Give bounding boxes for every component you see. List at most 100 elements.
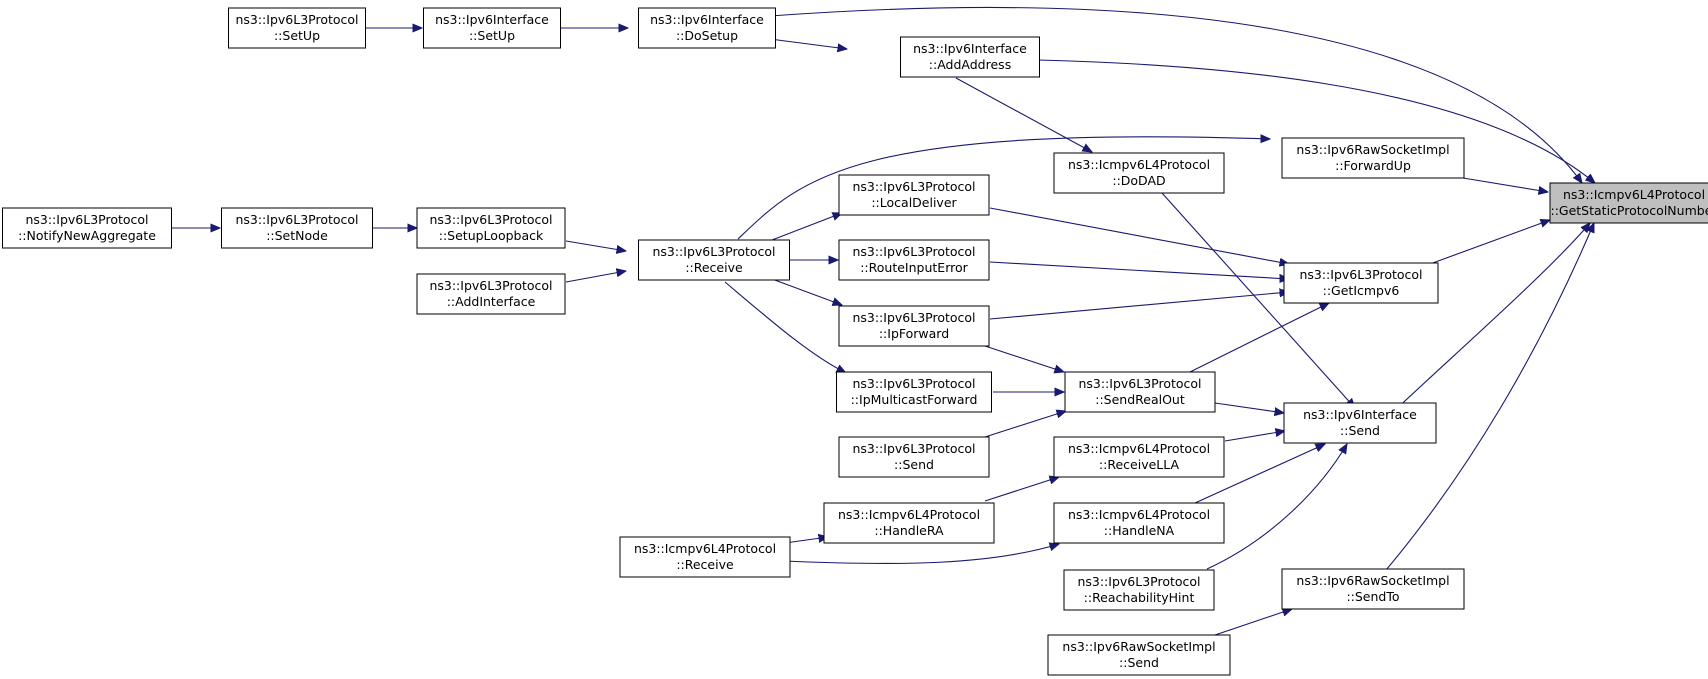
edge-n6-to-n0 [1462,177,1548,192]
edge-line [955,77,1092,152]
node-n21[interactable]: ns3::Icmpv6L4Protocol::HandleRA [823,502,995,544]
edge-line [1224,431,1285,442]
edge-n7-to-n17 [724,281,846,373]
node-n18[interactable]: ns3::Ipv6L3Protocol::Send [838,436,990,478]
edge-n20-to-n19 [1224,431,1285,442]
node-label-line2: ::AddAddress [929,57,1011,72]
edge-n15-to-n12 [989,292,1289,320]
node-n22[interactable]: ns3::Icmpv6L4Protocol::Receive [619,536,791,578]
node-label-line2: ::SendRealOut [1095,392,1185,407]
node-label-line1: ns3::Icmpv6L4Protocol [634,541,776,556]
node-n10[interactable]: ns3::Ipv6L3Protocol::NotifyNewAggregate [2,207,172,249]
node-label-line1: ns3::Ipv6RawSocketImpl [1296,573,1449,588]
node-label-line2: ::IpForward [879,326,949,341]
edge-line [1214,402,1284,413]
node-n2[interactable]: ns3::Ipv6Interface::SetUp [423,7,561,49]
node-n11[interactable]: ns3::Ipv6L3Protocol::AddInterface [416,273,566,315]
node-label-line2: ::RouteInputError [860,260,968,275]
edge-line [565,271,626,283]
edge-line [984,345,1064,372]
node-label-line1: ns3::Ipv6L3Protocol [852,244,975,259]
edge-n5-to-n19 [1161,192,1355,408]
edge-line [769,6,1582,183]
edge-n25-to-n0 [1385,223,1595,571]
node-n17[interactable]: ns3::Ipv6L3Protocol::IpMulticastForward [836,371,992,413]
edge-line [565,240,626,251]
node-label-line2: ::SetUp [274,28,320,43]
edge-n7-to-n13 [771,213,842,241]
edge-line [989,207,1289,264]
node-n12[interactable]: ns3::Ipv6L3Protocol::GetIcmpv6 [1283,262,1439,304]
node-box [1281,137,1465,179]
node-label-line2: ::IpMulticastForward [851,392,978,407]
node-label-line2: ::NotifyNewAggregate [18,228,156,243]
edge-line [784,544,1059,565]
node-n7[interactable]: ns3::Ipv6L3Protocol::Receive [638,239,790,281]
edge-n7-to-n15 [771,278,842,305]
node-box [1283,262,1439,304]
node-label-line1: ns3::Ipv6Interface [435,12,549,27]
edge-n4-to-n0 [986,58,1595,183]
edge-n22-to-n21 [784,537,828,544]
node-box [1549,182,1708,224]
node-label-line1: ns3::Ipv6L3Protocol [852,310,975,325]
node-n13[interactable]: ns3::Ipv6L3Protocol::LocalDeliver [838,174,990,216]
node-n25[interactable]: ns3::Ipv6RawSocketImpl::SendTo [1281,568,1465,610]
node-n0[interactable]: ns3::Icmpv6L4Protocol::GetStaticProtocol… [1549,182,1708,224]
node-box [1063,569,1215,611]
node-n23[interactable]: ns3::Icmpv6L4Protocol::HandleNA [1053,502,1225,544]
edge-n23-to-n19 [1194,444,1325,504]
node-box [836,371,992,413]
node-label-line2: ::GetIcmpv6 [1323,283,1400,298]
node-box [1064,371,1216,413]
node-box [619,536,791,578]
edge-line [784,537,828,544]
edge-line [771,278,842,305]
edge-n12-to-n0 [1429,220,1550,265]
edge-line [1211,609,1292,637]
node-n14[interactable]: ns3::Ipv6L3Protocol::RouteInputError [838,239,990,281]
node-label-line1: ns3::Ipv6L3Protocol [429,212,552,227]
edge-n26-to-n25 [1211,609,1292,637]
node-n4[interactable]: ns3::Ipv6Interface::AddAddress [900,36,1040,78]
node-n8[interactable]: ns3::Ipv6L3Protocol::SetupLoopback [416,207,566,249]
node-box [900,36,1040,78]
node-n16[interactable]: ns3::Ipv6L3Protocol::SendRealOut [1064,371,1216,413]
node-box [2,207,172,249]
node-n6[interactable]: ns3::Ipv6RawSocketImpl::ForwardUp [1281,137,1465,179]
edge-n21-to-n20 [984,477,1059,502]
edge-n4-to-n5 [955,77,1092,152]
node-box [423,7,561,49]
node-n26[interactable]: ns3::Ipv6RawSocketImpl::Send [1047,634,1231,676]
node-label-line2: ::Send [894,457,934,472]
node-n19[interactable]: ns3::Ipv6Interface::Send [1283,402,1437,444]
node-n5[interactable]: ns3::Icmpv6L4Protocol::DoDAD [1053,152,1225,194]
edge-n19-to-n0 [1391,223,1590,414]
node-label-line2: ::HandleRA [874,523,944,538]
node-box [221,207,373,249]
node-label-line2: ::SetNode [266,228,328,243]
edge-n8-to-n7 [565,240,626,251]
edge-n7-to-n6 [737,137,1270,240]
edge-n13-to-n12 [989,207,1289,264]
node-label-line2: ::ForwardUp [1335,158,1411,173]
node-n15[interactable]: ns3::Ipv6L3Protocol::IpForward [838,305,990,347]
node-label-line1: ns3::Ipv6L3Protocol [429,278,552,293]
node-n9[interactable]: ns3::Ipv6L3Protocol::SetNode [221,207,373,249]
edge-line [1189,303,1329,373]
edge-line [1391,223,1590,414]
node-n20[interactable]: ns3::Icmpv6L4Protocol::ReceiveLLA [1053,436,1225,478]
node-label-line1: ns3::Icmpv6L4Protocol [1068,157,1210,172]
node-n3[interactable]: ns3::Ipv6L3Protocol::SetUp [228,7,366,49]
edge-line [1462,177,1548,192]
node-box [638,7,776,49]
node-n24[interactable]: ns3::Ipv6L3Protocol::ReachabilityHint [1063,569,1215,611]
node-layer: ns3::Icmpv6L4Protocol::GetStaticProtocol… [2,7,1708,676]
edge-line [737,137,1270,240]
edge-n14-to-n12 [989,261,1289,279]
node-label-line1: ns3::Ipv6L3Protocol [652,244,775,259]
node-n1[interactable]: ns3::Ipv6Interface::DoSetup [638,7,776,49]
node-box [1053,502,1225,544]
edge-line [724,281,846,373]
edge-line [984,477,1059,502]
